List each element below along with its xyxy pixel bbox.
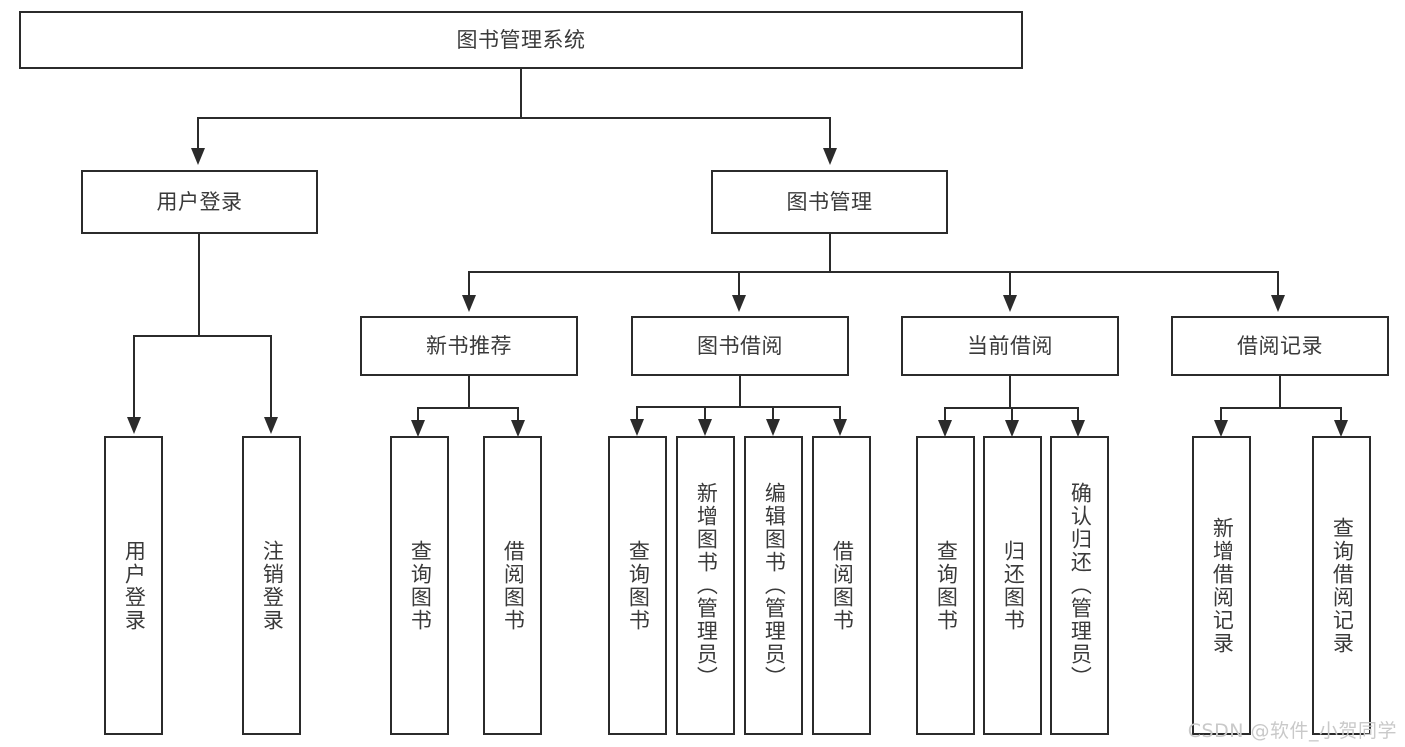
connector-br-to-leaf1 — [1220, 407, 1222, 421]
node-borrow-record-label: 借阅记录 — [1237, 333, 1323, 358]
connector-user-login-to-leaf1 — [133, 335, 135, 418]
arrow-cb-to-leaf3 — [1071, 420, 1085, 437]
arrow-bm-to-current-borrow — [1003, 295, 1017, 312]
connector-cb-to-leaf2 — [1011, 407, 1013, 421]
leaf-edit-book[interactable]: 编辑图书（管理员） — [744, 436, 803, 735]
connector-br-stem — [1279, 376, 1281, 408]
connector-cb-to-leaf3 — [1077, 407, 1079, 421]
connector-bm-to-book-borrow — [738, 271, 740, 296]
connector-root-to-book-manage — [829, 117, 831, 149]
arrow-bm-to-borrow-record — [1271, 295, 1285, 312]
connector-root-stem — [520, 69, 522, 118]
leaf-query-book-3[interactable]: 查询图书 — [916, 436, 975, 735]
node-root[interactable]: 图书管理系统 — [19, 11, 1023, 69]
leaf-query-book-2-label: 查询图书 — [626, 539, 651, 632]
leaf-add-book-label: 新增图书（管理员） — [694, 482, 719, 689]
leaf-query-book-1[interactable]: 查询图书 — [390, 436, 449, 735]
connector-br-bus — [1220, 407, 1342, 409]
leaf-borrow-book-2[interactable]: 借阅图书 — [812, 436, 871, 735]
arrow-root-to-user-login — [191, 148, 205, 165]
arrow-nbr-to-leaf2 — [511, 420, 525, 437]
leaf-confirm-return[interactable]: 确认归还（管理员） — [1050, 436, 1109, 735]
node-user-login-label: 用户登录 — [156, 189, 243, 214]
connector-bm-to-new-book-rec — [468, 271, 470, 296]
node-new-book-rec-label: 新书推荐 — [426, 333, 512, 358]
leaf-edit-book-label: 编辑图书（管理员） — [762, 482, 787, 689]
connector-nbr-stem — [468, 376, 470, 408]
node-current-borrow[interactable]: 当前借阅 — [901, 316, 1119, 376]
connector-bm-to-current-borrow — [1009, 271, 1011, 296]
arrow-cb-to-leaf1 — [938, 420, 952, 437]
arrow-user-login-to-leaf1 — [127, 417, 141, 434]
arrow-cb-to-leaf2 — [1005, 420, 1019, 437]
arrow-user-login-to-leaf2 — [264, 417, 278, 434]
arrow-root-to-book-manage — [823, 148, 837, 165]
arrow-nbr-to-leaf1 — [411, 420, 425, 437]
connector-br-to-leaf2 — [1340, 407, 1342, 421]
connector-nbr-bus — [417, 407, 519, 409]
arrow-bm-to-new-book-rec — [462, 295, 476, 312]
connector-bb-stem — [739, 376, 741, 407]
connector-cb-to-leaf1 — [944, 407, 946, 421]
connector-root-to-user-login — [197, 117, 199, 149]
connector-bb-to-leaf2 — [704, 406, 706, 420]
node-new-book-rec[interactable]: 新书推荐 — [360, 316, 578, 376]
leaf-borrow-book-1-label: 借阅图书 — [501, 539, 526, 632]
leaf-confirm-return-label: 确认归还（管理员） — [1068, 482, 1093, 689]
leaf-user-logout-label: 注销登录 — [260, 539, 285, 632]
connector-nbr-to-leaf1 — [417, 407, 419, 421]
leaf-borrow-book-1[interactable]: 借阅图书 — [483, 436, 542, 735]
leaf-user-logout[interactable]: 注销登录 — [242, 436, 301, 735]
leaf-add-record-label: 新增借阅记录 — [1210, 516, 1235, 655]
connector-bb-to-leaf3 — [772, 406, 774, 420]
arrow-bm-to-book-borrow — [732, 295, 746, 312]
node-book-manage-label: 图书管理 — [786, 189, 873, 214]
connector-nbr-to-leaf2 — [517, 407, 519, 421]
arrow-bb-to-leaf1 — [630, 419, 644, 436]
node-current-borrow-label: 当前借阅 — [967, 333, 1053, 358]
connector-book-manage-stem — [829, 234, 831, 272]
node-book-borrow-label: 图书借阅 — [697, 333, 783, 358]
connector-bb-to-leaf4 — [839, 406, 841, 420]
node-book-manage[interactable]: 图书管理 — [711, 170, 948, 234]
leaf-add-record[interactable]: 新增借阅记录 — [1192, 436, 1251, 735]
connector-bb-to-leaf1 — [636, 406, 638, 420]
connector-cb-stem — [1009, 376, 1011, 408]
arrow-br-to-leaf1 — [1214, 420, 1228, 437]
arrow-br-to-leaf2 — [1334, 420, 1348, 437]
leaf-borrow-book-2-label: 借阅图书 — [830, 539, 855, 632]
arrow-bb-to-leaf4 — [833, 419, 847, 436]
node-book-borrow[interactable]: 图书借阅 — [631, 316, 849, 376]
connector-bb-bus — [636, 406, 840, 408]
leaf-query-book-3-label: 查询图书 — [934, 539, 959, 632]
connector-book-manage-bus — [468, 271, 1279, 273]
leaf-add-book[interactable]: 新增图书（管理员） — [676, 436, 735, 735]
connector-user-login-bus — [133, 335, 272, 337]
connector-user-login-stem — [198, 234, 200, 336]
connector-root-bus — [197, 117, 831, 119]
arrow-bb-to-leaf3 — [766, 419, 780, 436]
leaf-query-record[interactable]: 查询借阅记录 — [1312, 436, 1371, 735]
leaf-user-login[interactable]: 用户登录 — [104, 436, 163, 735]
leaf-return-book-label: 归还图书 — [1001, 539, 1026, 632]
leaf-query-book-1-label: 查询图书 — [408, 539, 433, 632]
leaf-query-record-label: 查询借阅记录 — [1330, 516, 1355, 655]
watermark-text: CSDN @软件_小贺同学 — [1187, 720, 1397, 742]
leaf-query-book-2[interactable]: 查询图书 — [608, 436, 667, 735]
connector-user-login-to-leaf2 — [270, 335, 272, 418]
node-borrow-record[interactable]: 借阅记录 — [1171, 316, 1389, 376]
leaf-user-login-label: 用户登录 — [122, 539, 147, 632]
leaf-return-book[interactable]: 归还图书 — [983, 436, 1042, 735]
node-root-label: 图书管理系统 — [456, 27, 586, 52]
connector-bm-to-borrow-record — [1277, 271, 1279, 296]
arrow-bb-to-leaf2 — [698, 419, 712, 436]
node-user-login[interactable]: 用户登录 — [81, 170, 318, 234]
